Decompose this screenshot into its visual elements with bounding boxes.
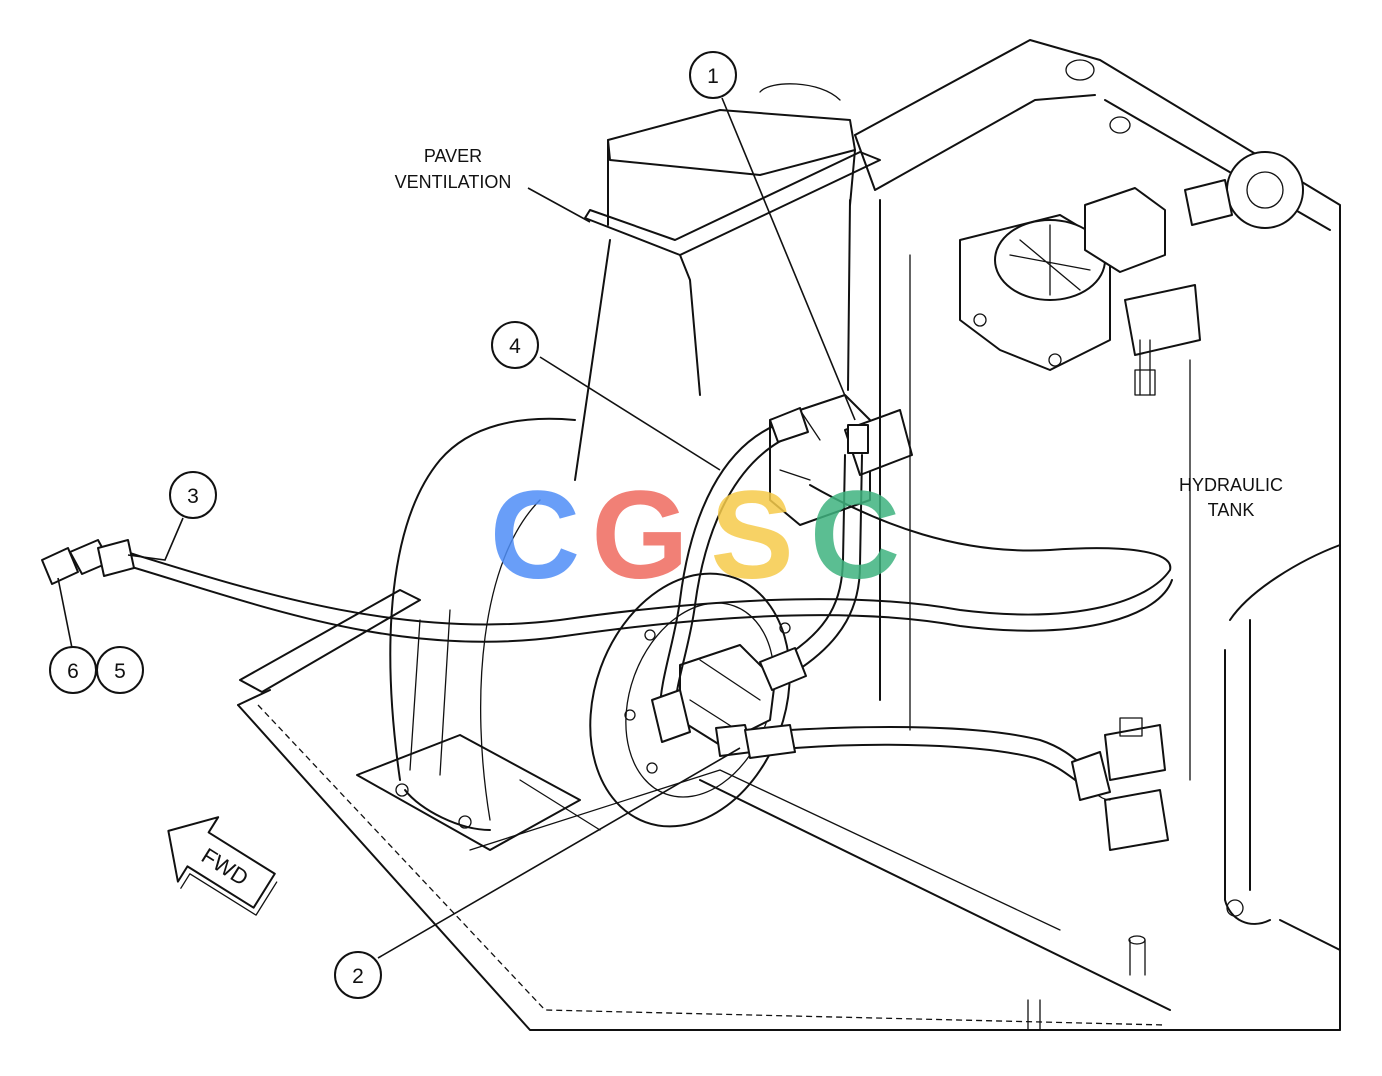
paver-ventilation-label: PAVER VENTILATION xyxy=(395,146,512,192)
hose-2 xyxy=(715,724,1111,801)
watermark-letter: S xyxy=(710,466,793,605)
hose-4 xyxy=(651,407,809,743)
paver-ventilation-line-1: PAVER xyxy=(424,146,482,166)
callout-1-number: 1 xyxy=(707,65,719,88)
watermark-letter: C xyxy=(490,466,580,605)
callout-3: 3 xyxy=(169,471,217,519)
callout-5: 5 xyxy=(96,646,144,694)
callout-6-number: 6 xyxy=(67,660,79,683)
callout-4-number: 4 xyxy=(509,335,521,358)
callout-3-number: 3 xyxy=(187,485,199,508)
watermark-logo: C G S C xyxy=(490,466,900,605)
watermark-letter: G xyxy=(591,466,688,605)
callout-4: 4 xyxy=(491,321,539,369)
hose-3 xyxy=(41,484,1173,643)
ventilation-duct xyxy=(574,83,881,481)
callout-5-number: 5 xyxy=(114,660,126,683)
hydraulic-tank-line-2: TANK xyxy=(1208,500,1255,520)
blower-housing xyxy=(356,417,601,851)
callout-1: 1 xyxy=(689,51,737,99)
tank-lower-fittings xyxy=(1079,717,1169,851)
paver-ventilation-line-2: VENTILATION xyxy=(395,172,512,192)
watermark-letter: C xyxy=(810,466,900,605)
tank-filter-assembly xyxy=(959,151,1304,396)
hydraulic-tank-label: HYDRAULIC TANK xyxy=(1179,475,1283,520)
callout-2: 2 xyxy=(334,951,382,999)
leader-lines xyxy=(57,97,856,959)
hydraulic-tank-body xyxy=(854,39,1341,1031)
hose-1 xyxy=(759,454,863,691)
base-frame xyxy=(237,589,1341,1031)
hydraulic-tank-line-1: HYDRAULIC xyxy=(1179,475,1283,495)
fwd-arrow: FWD xyxy=(167,816,278,916)
callout-6: 6 xyxy=(49,646,97,694)
callout-2-number: 2 xyxy=(352,965,364,988)
